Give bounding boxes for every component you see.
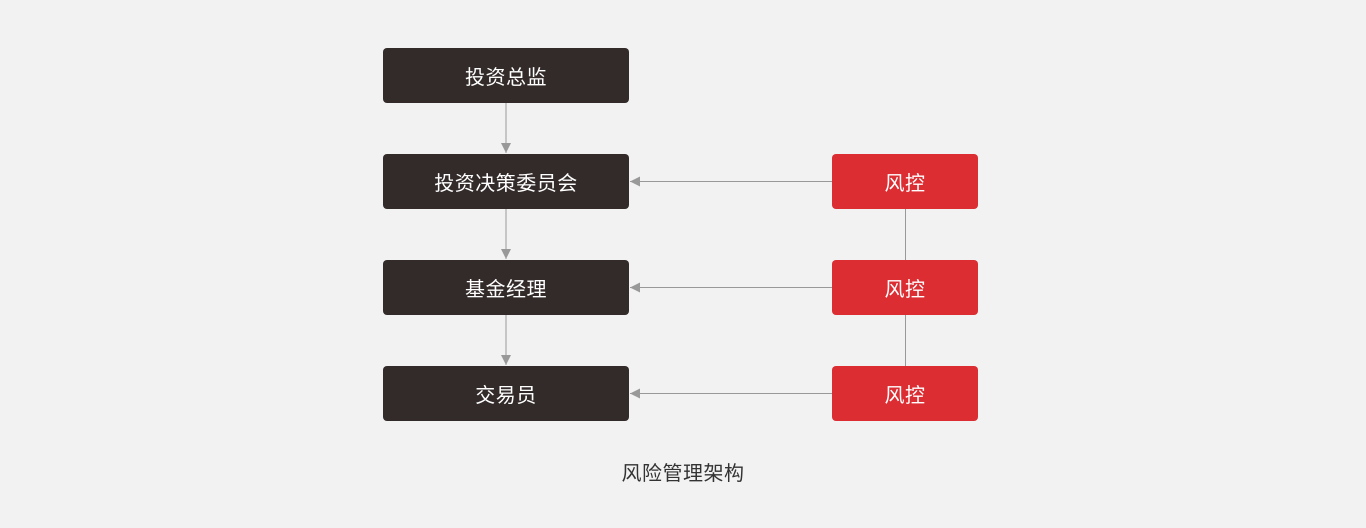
node-risk-control-2: 风控	[832, 260, 978, 315]
node-trader: 交易员	[383, 366, 629, 421]
node-investment-committee: 投资决策委员会	[383, 154, 629, 209]
diagram-caption: 风险管理架构	[621, 461, 745, 485]
node-investment-director: 投资总监	[383, 48, 629, 103]
node-risk-control-3: 风控	[832, 366, 978, 421]
node-risk-control-1: 风控	[832, 154, 978, 209]
node-fund-manager: 基金经理	[383, 260, 629, 315]
